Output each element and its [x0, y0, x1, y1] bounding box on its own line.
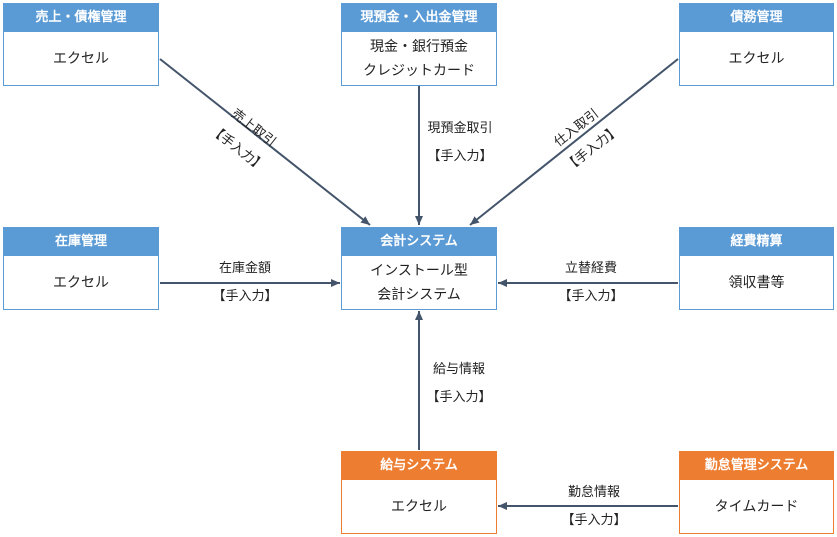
- payroll-box: 給与システム エクセル: [341, 451, 497, 534]
- inventory-box-title: 在庫管理: [4, 228, 158, 256]
- payables-box-line: エクセル: [728, 50, 785, 67]
- cash-box-line: 現金・銀行預金: [370, 38, 468, 55]
- accounting-box-title: 会計システム: [342, 228, 496, 256]
- attendance-box: 勤怠管理システム タイムカード: [679, 451, 834, 534]
- cash-box-title: 現預金・入出金管理: [342, 4, 496, 32]
- cash-box: 現預金・入出金管理 現金・銀行預金 クレジットカード: [341, 3, 497, 86]
- accounting-box-line: インストール型: [370, 262, 468, 279]
- payroll-box-title: 給与システム: [342, 452, 496, 480]
- payables-box: 債務管理 エクセル: [679, 3, 834, 86]
- flow-label-inventory: 在庫金額 【手入力】: [212, 261, 278, 304]
- flow-label-expenses: 立替経費 【手入力】: [558, 261, 624, 304]
- expenses-box-title: 経費精算: [680, 228, 833, 256]
- attendance-box-line: タイムカード: [714, 498, 799, 515]
- sales-box-line: エクセル: [53, 50, 109, 67]
- expenses-box: 経費精算 領収書等: [679, 227, 834, 310]
- cash-box-line: クレジットカード: [363, 62, 475, 79]
- accounting-box-line: 会計システム: [377, 286, 461, 303]
- sales-box: 売上・債権管理 エクセル: [3, 3, 159, 86]
- flow-label-cash: 現預金取引 【手入力】: [427, 121, 493, 164]
- expenses-box-line: 領収書等: [728, 274, 785, 291]
- inventory-box: 在庫管理 エクセル: [3, 227, 159, 310]
- arrow-payables-to-accounting: [469, 58, 679, 226]
- arrow-sales-to-accounting: [159, 58, 371, 226]
- flow-label-attendance: 勤怠情報 【手入力】: [561, 485, 627, 528]
- attendance-box-title: 勤怠管理システム: [680, 452, 833, 480]
- payables-box-title: 債務管理: [680, 4, 833, 32]
- accounting-box: 会計システム インストール型 会計システム: [341, 227, 497, 310]
- sales-box-title: 売上・債権管理: [4, 4, 158, 32]
- payroll-box-line: エクセル: [391, 498, 447, 515]
- inventory-box-line: エクセル: [53, 274, 109, 291]
- flow-label-payroll: 給与情報 【手入力】: [426, 362, 492, 405]
